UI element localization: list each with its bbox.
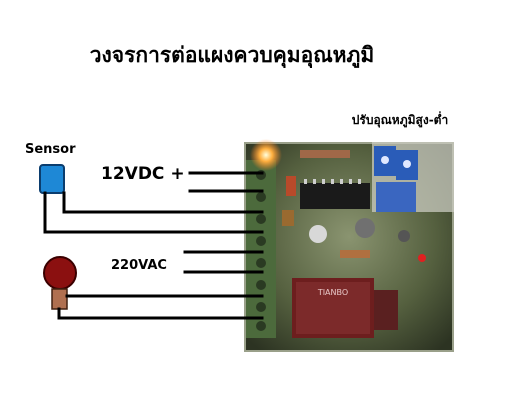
power-led-glow — [250, 139, 282, 171]
wire-lamp-2 — [57, 307, 264, 320]
relay-label: TIANBO — [317, 288, 348, 297]
capacitor — [309, 225, 327, 243]
diagram-title: วงจรการต่อแผงควบคุมอุณหภูมิ — [90, 43, 374, 69]
sensor-label: Sensor — [25, 142, 76, 157]
lamp-icon — [43, 256, 77, 290]
status-led — [418, 254, 426, 262]
wires — [43, 171, 264, 320]
dc-label: 12VDC + — [101, 164, 185, 184]
sensor-icon — [39, 164, 65, 194]
controller-board-photo: TIANBO — [244, 139, 454, 352]
ac-label: 220VAC — [111, 258, 167, 273]
board-label: ปรับอุณหภูมิสูง-ต่ำ — [352, 111, 448, 128]
wire-sensor-2 — [43, 191, 264, 234]
lamp-base — [51, 288, 68, 310]
ic-chip — [300, 183, 370, 209]
wire-sensor-1 — [62, 191, 264, 214]
